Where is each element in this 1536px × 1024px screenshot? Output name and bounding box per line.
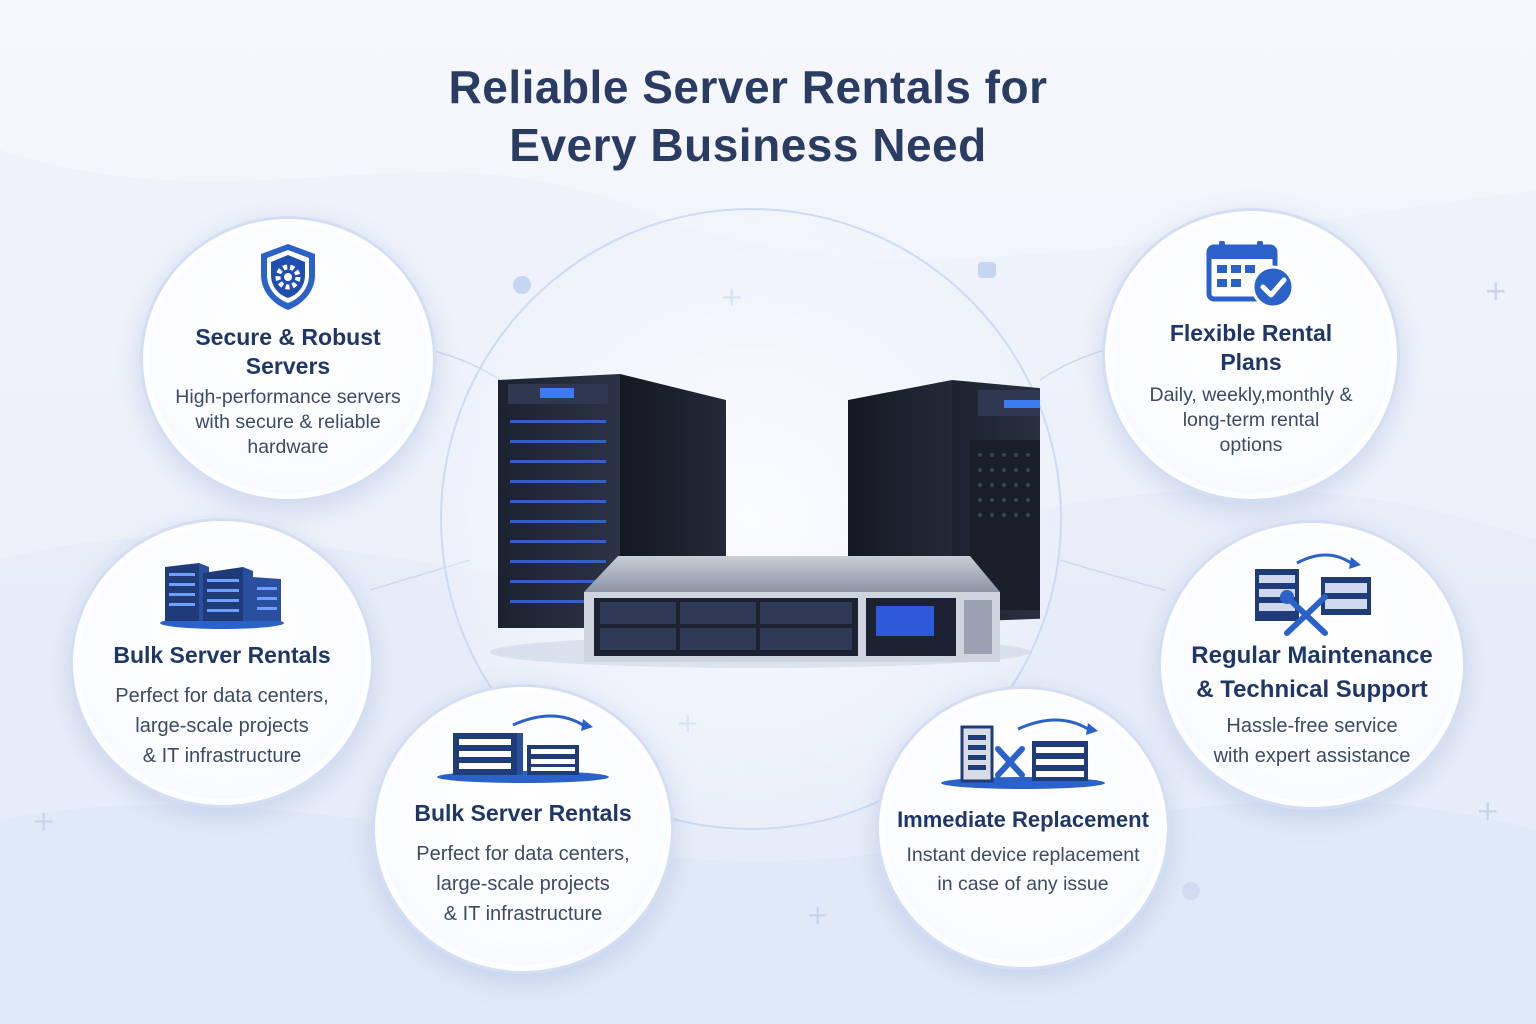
feature-description: Daily, weekly,monthly & long-term rental… bbox=[1149, 384, 1353, 456]
feature-description: Instant device replacement in case of an… bbox=[906, 844, 1140, 895]
dot-decoration bbox=[1182, 882, 1200, 900]
server-racks-icon bbox=[160, 563, 284, 629]
title-line-1: Reliable Server Rentals for bbox=[448, 61, 1048, 113]
feature-card-bulk-rentals-center: Bulk Server Rentals Perfect for data cen… bbox=[372, 684, 674, 974]
feature-card-flexible-plans: Flexible Rental Plans Daily, weekly,mont… bbox=[1102, 208, 1400, 502]
feature-description: Hassle-free service with expert assistan… bbox=[1213, 715, 1411, 767]
shield-gear-icon bbox=[261, 244, 315, 310]
feature-heading: Regular Maintenance & Technical Support bbox=[1191, 642, 1433, 703]
feature-card-secure-servers: Secure & Robust Servers High-performance… bbox=[140, 216, 436, 502]
server-repair-icon bbox=[941, 718, 1105, 789]
plus-decoration: + bbox=[1484, 274, 1508, 307]
dot-decoration bbox=[513, 276, 531, 294]
feature-card-maintenance-support: Regular Maintenance & Technical Support … bbox=[1158, 520, 1466, 810]
calendar-check-icon bbox=[1206, 241, 1295, 309]
feature-heading: Flexible Rental Plans bbox=[1169, 320, 1333, 375]
feature-description: High-performance servers with secure & r… bbox=[175, 386, 401, 458]
server-transfer-icon bbox=[437, 714, 609, 783]
plus-decoration: + bbox=[1476, 794, 1500, 827]
feature-heading: Bulk Server Rentals bbox=[414, 800, 632, 826]
servers-illustration bbox=[490, 374, 1040, 668]
dot-decoration bbox=[978, 262, 996, 278]
rack-server bbox=[584, 556, 1000, 662]
feature-heading: Secure & Robust Servers bbox=[195, 324, 381, 379]
page-title: Reliable Server Rentals for Every Busine… bbox=[318, 58, 1178, 174]
plus-decoration: + bbox=[806, 898, 830, 931]
feature-heading: Bulk Server Rentals bbox=[113, 642, 331, 668]
feature-description: Perfect for data centers, large-scale pr… bbox=[416, 843, 630, 925]
plus-decoration: + bbox=[32, 804, 56, 837]
maintenance-tools-icon bbox=[1255, 553, 1371, 636]
feature-card-immediate-replacement: Immediate Replacement Instant device rep… bbox=[876, 686, 1170, 970]
feature-card-bulk-rentals-left: Bulk Server Rentals Perfect for data cen… bbox=[70, 518, 374, 808]
feature-heading: Immediate Replacement bbox=[897, 807, 1149, 832]
title-line-2: Every Business Need bbox=[509, 119, 987, 171]
feature-description: Perfect for data centers, large-scale pr… bbox=[115, 685, 329, 767]
